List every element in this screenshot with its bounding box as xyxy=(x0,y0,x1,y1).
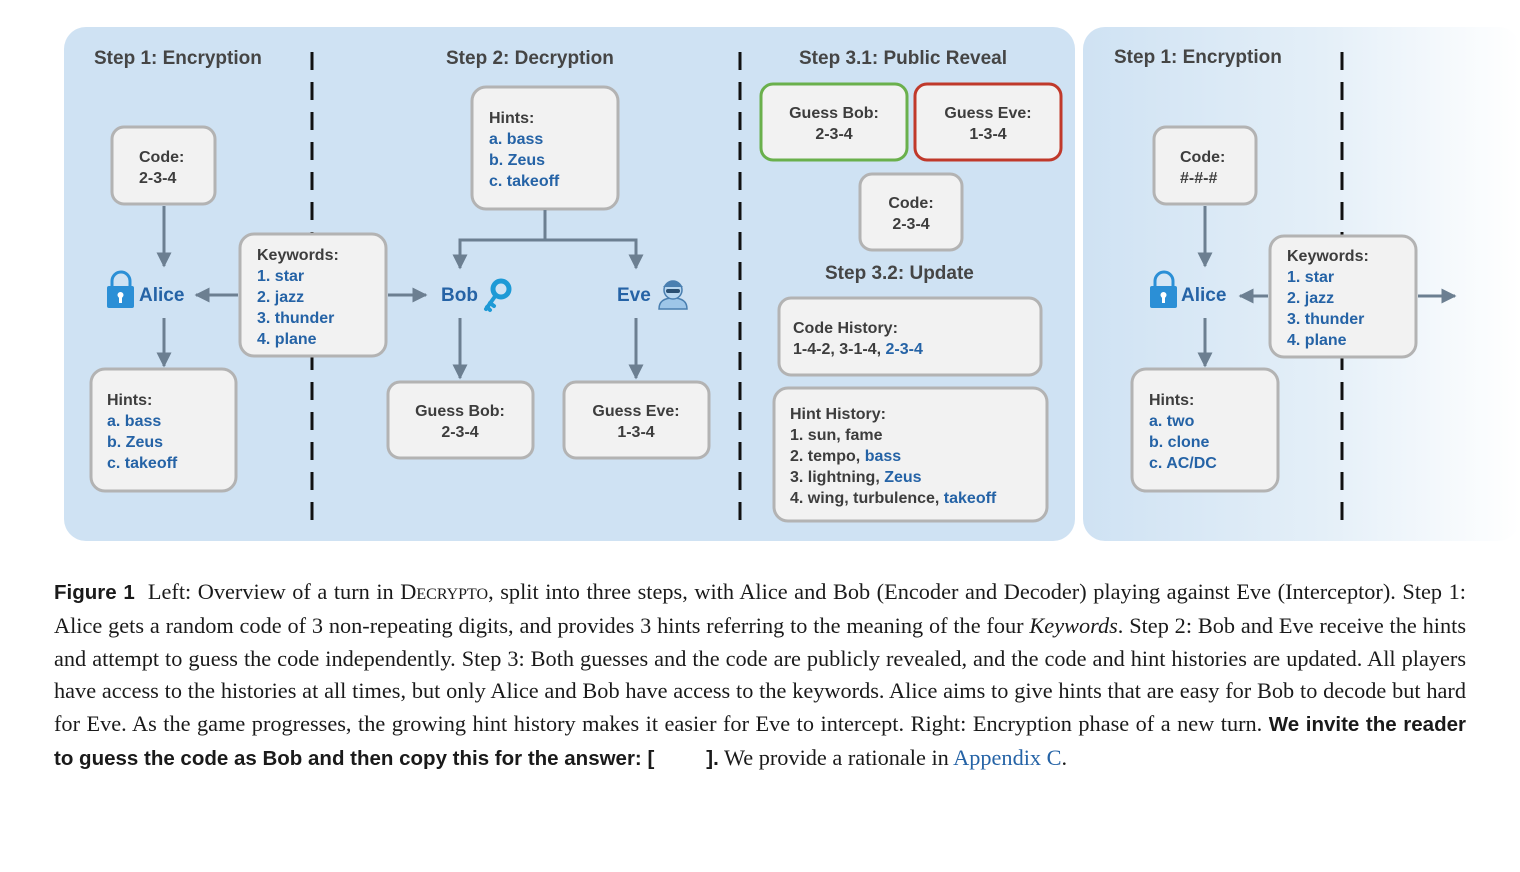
figure-caption: Figure 1 Left: Overview of a turn in Dec… xyxy=(54,576,1466,776)
svg-text:#-#-#: #-#-# xyxy=(1180,170,1217,187)
svg-text:1-3-4: 1-3-4 xyxy=(969,126,1006,143)
svg-text:1. star: 1. star xyxy=(1287,269,1334,286)
svg-text:2-3-4: 2-3-4 xyxy=(815,126,852,143)
caption-invite: We invite the reader to guess the code a… xyxy=(54,713,1466,770)
svg-text:Alice: Alice xyxy=(139,285,184,306)
eve-spy-icon xyxy=(658,280,688,310)
step2-title: Step 2: Decryption xyxy=(446,48,614,69)
eve-actor: Eve xyxy=(617,280,688,310)
svg-text:2-3-4: 2-3-4 xyxy=(139,170,176,187)
svg-text:a. two: a. two xyxy=(1149,413,1195,430)
svg-text:3. thunder: 3. thunder xyxy=(257,310,334,327)
svg-text:1. sun, fame: 1. sun, fame xyxy=(790,427,883,444)
right-step1-title: Step 1: Encryption xyxy=(1114,47,1282,68)
svg-text:2-3-4: 2-3-4 xyxy=(441,424,478,441)
svg-text:Code History:: Code History: xyxy=(793,320,898,337)
step31-title: Step 3.1: Public Reveal xyxy=(799,48,1007,69)
guess-eve-box: Guess Eve: 1-3-4 xyxy=(562,380,711,460)
svg-text:Keywords:: Keywords: xyxy=(1287,248,1369,265)
right-lock-icon xyxy=(1150,270,1177,308)
svg-text:2. tempo, bass: 2. tempo, bass xyxy=(790,448,901,465)
svg-text:a. bass: a. bass xyxy=(107,413,161,430)
svg-text:c. takeoff: c. takeoff xyxy=(489,173,560,190)
key-icon xyxy=(484,278,512,312)
decrypto-figure: Step 1: Encryption Step 2: Decryption St… xyxy=(64,27,1520,541)
svg-text:Eve: Eve xyxy=(617,285,651,306)
svg-text:1-3-4: 1-3-4 xyxy=(617,424,654,441)
alice-actor: Alice xyxy=(107,270,184,308)
caption-part5: . xyxy=(1061,744,1068,770)
svg-text:4. plane: 4. plane xyxy=(257,331,317,348)
svg-text:b. Zeus: b. Zeus xyxy=(107,434,163,451)
reveal-guess-bob-box: Guess Bob: 2-3-4 xyxy=(759,82,909,162)
svg-text:a. bass: a. bass xyxy=(489,131,543,148)
svg-text:Guess Eve:: Guess Eve: xyxy=(592,403,679,420)
svg-text:1. star: 1. star xyxy=(257,268,304,285)
code-box: Code: 2-3-4 xyxy=(110,125,217,206)
caption-part3: . Step 2: Bob and Eve receive the hints … xyxy=(54,612,1466,737)
svg-text:2. jazz: 2. jazz xyxy=(1287,290,1334,307)
caption-part2: , split into three steps, with Alice and… xyxy=(54,579,1466,638)
step32-title: Step 3.2: Update xyxy=(825,263,974,284)
reveal-guess-eve-box: Guess Eve: 1-3-4 xyxy=(913,82,1063,162)
svg-text:Guess Bob:: Guess Bob: xyxy=(789,105,879,122)
caption-game-name: Decrypto xyxy=(400,579,489,604)
svg-text:Keywords:: Keywords: xyxy=(257,247,339,264)
svg-text:c. takeoff: c. takeoff xyxy=(107,455,178,472)
bob-actor: Bob xyxy=(441,278,512,312)
svg-text:Hints:: Hints: xyxy=(107,392,152,409)
svg-text:Alice: Alice xyxy=(1181,285,1226,306)
svg-text:2. jazz: 2. jazz xyxy=(257,289,304,306)
svg-text:3. thunder: 3. thunder xyxy=(1287,311,1364,328)
code-history-box: Code History: 1-4-2, 3-1-4, 2-3-4 xyxy=(777,296,1043,377)
svg-text:b. Zeus: b. Zeus xyxy=(489,152,545,169)
keywords-box: Keywords: 1. star 2. jazz 3. thunder 4. … xyxy=(238,232,388,358)
svg-text:b. clone: b. clone xyxy=(1149,434,1210,451)
svg-text:Code:: Code: xyxy=(1180,149,1225,166)
caption-part1: Left: Overview of a turn in xyxy=(147,579,401,604)
svg-text:Hints:: Hints: xyxy=(1149,392,1194,409)
svg-text:Code:: Code: xyxy=(888,195,933,212)
svg-text:Hints:: Hints: xyxy=(489,110,534,127)
svg-text:Bob: Bob xyxy=(441,285,478,306)
step2-hints-box: Hints: a. bass b. Zeus c. takeoff xyxy=(470,85,620,211)
svg-text:c. AC/DC: c. AC/DC xyxy=(1149,455,1217,472)
caption-keywords-word: Keywords xyxy=(1029,612,1118,638)
hint-history-box: Hint History: 1. sun, fame 2. tempo, bas… xyxy=(772,386,1049,523)
lock-icon xyxy=(107,270,134,308)
caption-invite-end: ]. xyxy=(706,746,719,770)
right-hints-box: Hints: a. two b. clone c. AC/DC xyxy=(1130,367,1280,493)
svg-text:1-4-2, 3-1-4, 2-3-4: 1-4-2, 3-1-4, 2-3-4 xyxy=(793,341,923,358)
right-code-box: Code: #-#-# xyxy=(1152,125,1258,206)
appendix-link[interactable]: Appendix C xyxy=(953,744,1062,770)
right-keywords-box: Keywords: 1. star 2. jazz 3. thunder 4. … xyxy=(1268,234,1418,359)
right-alice-actor: Alice xyxy=(1150,270,1226,308)
figure-label: Figure 1 xyxy=(54,581,135,604)
step1-title: Step 1: Encryption xyxy=(94,48,262,69)
caption-part4: We provide a rationale in xyxy=(718,744,954,770)
svg-text:Guess Eve:: Guess Eve: xyxy=(944,105,1031,122)
reveal-code-box: Code: 2-3-4 xyxy=(858,172,964,252)
guess-bob-box: Guess Bob: 2-3-4 xyxy=(386,380,535,460)
svg-text:Hint History:: Hint History: xyxy=(790,406,886,423)
svg-text:Code:: Code: xyxy=(139,149,184,166)
hints-box: Hints: a. bass b. Zeus c. takeoff xyxy=(89,367,238,493)
svg-text:3. lightning, Zeus: 3. lightning, Zeus xyxy=(790,469,922,486)
svg-text:Guess Bob:: Guess Bob: xyxy=(415,403,505,420)
svg-text:4. plane: 4. plane xyxy=(1287,332,1347,349)
svg-text:2-3-4: 2-3-4 xyxy=(892,216,929,233)
svg-text:4. wing, turbulence, takeoff: 4. wing, turbulence, takeoff xyxy=(790,490,997,507)
